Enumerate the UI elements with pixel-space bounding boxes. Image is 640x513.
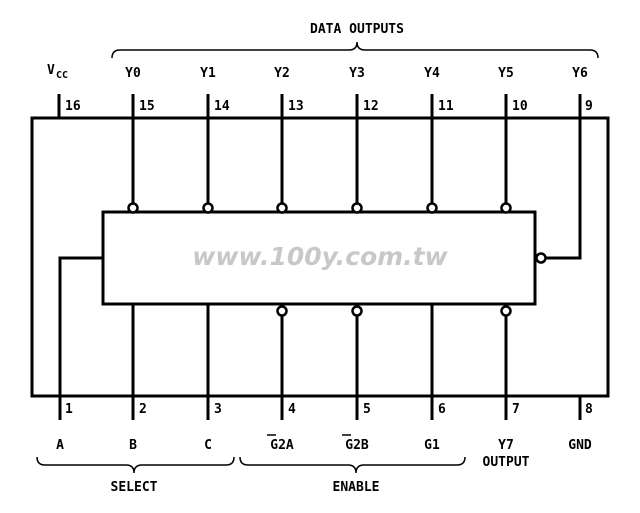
pin-y2-number: 13 [288,99,304,114]
pin-g2b: 5 G2B [342,305,371,453]
pin-vcc: V CC 16 [47,63,81,118]
pin-y3: Y3 12 [349,66,379,214]
package-outline [30,116,610,398]
pin-y2: Y2 13 [274,66,304,214]
pin-y7-number: 7 [512,402,520,417]
select-brace [36,456,235,474]
pin-y4: Y4 11 [424,66,454,214]
pin-a-name: A [56,438,64,453]
pin-y3-name: Y3 [349,66,365,81]
data-outputs-label: DATA OUTPUTS [310,22,404,37]
pin-y0-number: 15 [139,99,155,114]
pin-y5-name: Y5 [498,66,514,81]
pin-vcc-name: V [47,63,55,78]
pin-y5-number: 10 [512,99,528,114]
enable-label: ENABLE [333,480,380,495]
pin-g2b-name: G2B [345,438,369,453]
pin-y1-name: Y1 [200,66,216,81]
pin-c: 3 C [204,304,222,453]
pin-g1-name: G1 [424,438,440,453]
pin-a-number: 1 [65,402,73,417]
pin-gnd: 8 GND [568,396,593,453]
enable-brace [239,456,466,474]
pin-g1: 6 G1 [424,304,446,453]
pin-g2a-name: G2A [270,438,294,453]
pin-b-number: 2 [139,402,147,417]
pin-g1-number: 6 [438,402,446,417]
select-label: SELECT [111,480,158,495]
pin-y6-name: Y6 [572,66,588,81]
pin-gnd-name: GND [568,438,592,453]
data-outputs-brace [111,41,599,59]
pin-y4-number: 11 [438,99,454,114]
pin-c-name: C [204,438,212,453]
pin-y2-name: Y2 [274,66,290,81]
pin-b-name: B [129,438,137,453]
pin-y7-name: Y7 [498,438,514,453]
pin-g2a-number: 4 [288,402,296,417]
pin-g2b-number: 5 [363,402,371,417]
pin-y4-name: Y4 [424,66,440,81]
pin-gnd-number: 8 [585,402,593,417]
pin-y1: Y1 14 [200,66,230,214]
pin-y0: Y0 15 [125,66,155,214]
pin-g2a: 4 G2A [267,305,296,453]
pin-b: 2 B [129,304,147,453]
pin-a: 1 A [56,256,103,453]
pin-y7: 7 Y7 OUTPUT [483,305,530,470]
watermark: www.100y.com.tw [192,242,448,271]
pin-y5: Y5 10 [498,66,528,214]
pin-y1-number: 14 [214,99,230,114]
pin-y3-number: 12 [363,99,379,114]
pin-y6-number: 9 [585,99,593,114]
pin-vcc-number: 16 [65,99,81,114]
pin-vcc-sub: CC [56,70,68,81]
pin-c-number: 3 [214,402,222,417]
output-label: OUTPUT [483,455,530,470]
pin-y0-name: Y0 [125,66,141,81]
pin-y6: Y6 9 [535,66,593,264]
